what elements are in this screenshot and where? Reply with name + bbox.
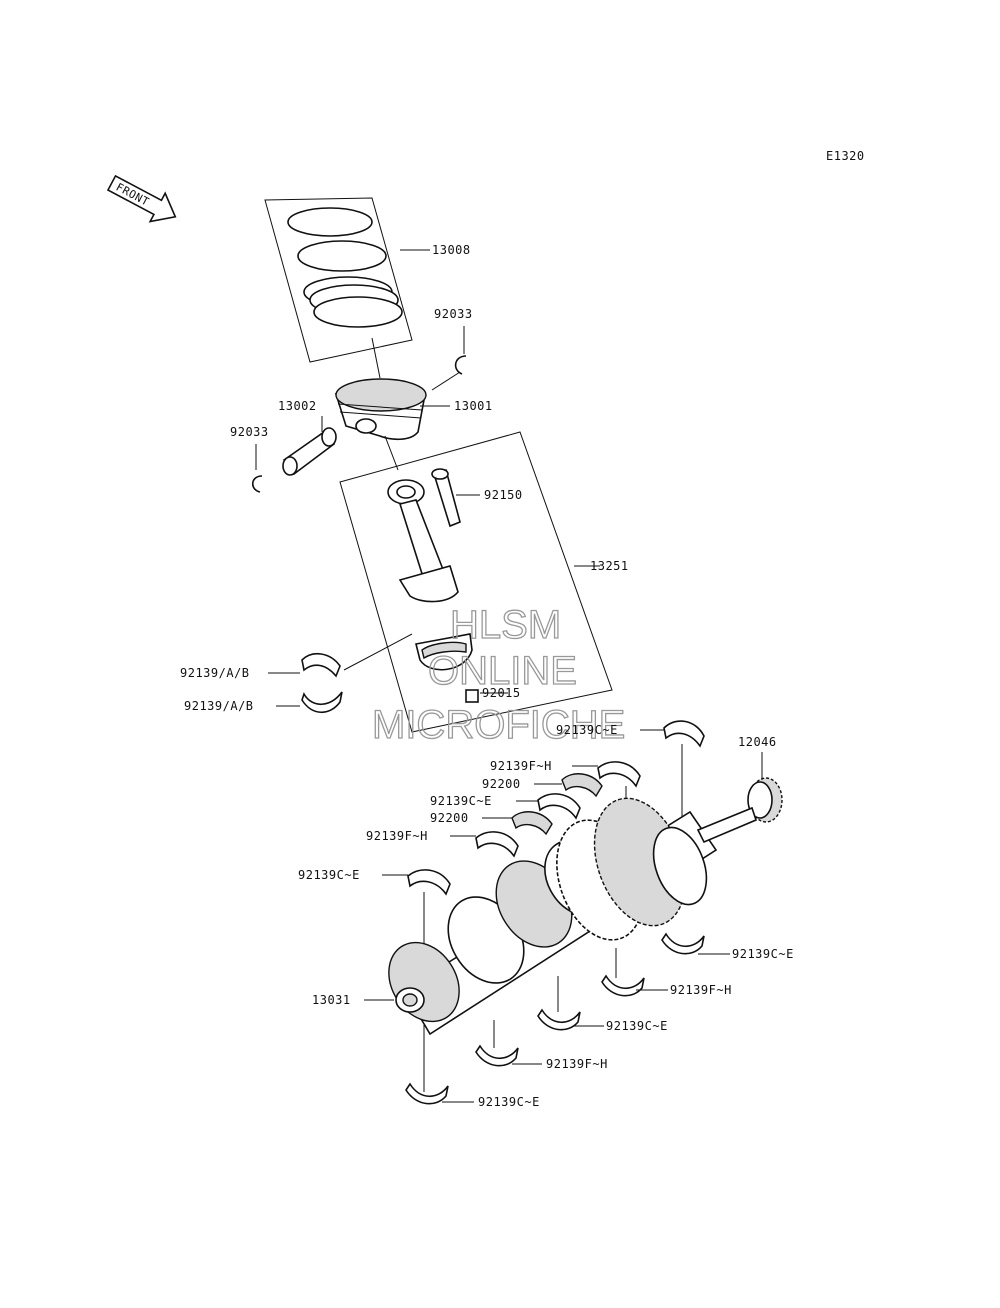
crank-gear bbox=[747, 777, 783, 823]
label-92139fh-1: 92139F~H bbox=[490, 759, 552, 773]
bearing-fh-lower-1 bbox=[601, 974, 645, 997]
crankshaft bbox=[388, 797, 757, 1036]
bearing-fh-lower-2 bbox=[475, 1044, 519, 1067]
bearing-fh-1 bbox=[597, 761, 641, 788]
label-92139fh-2: 92139F~H bbox=[366, 829, 428, 843]
piston-rings bbox=[287, 207, 403, 328]
rod-cap bbox=[415, 633, 473, 671]
label-92033-upper: 92033 bbox=[434, 307, 473, 321]
bearing-ce-right bbox=[661, 932, 705, 955]
clip-lower bbox=[251, 475, 263, 493]
thrust-washer-1 bbox=[561, 773, 603, 798]
rod-nut bbox=[465, 689, 479, 703]
label-92033-lower: 92033 bbox=[230, 425, 269, 439]
label-92139ce-2: 92139C~E bbox=[430, 794, 492, 808]
label-13008: 13008 bbox=[432, 243, 471, 257]
label-92139fh-lower-2: 92139F~H bbox=[546, 1057, 608, 1071]
main-bearing-top bbox=[663, 720, 705, 748]
label-92139ce-lower-1: 92139C~E bbox=[606, 1019, 668, 1033]
svg-text:ONLINE: ONLINE bbox=[428, 649, 577, 693]
rod-bearing-lower bbox=[301, 691, 343, 714]
label-92139ce-3: 92139C~E bbox=[298, 868, 360, 882]
label-13251: 13251 bbox=[590, 559, 629, 573]
bearing-ce-3 bbox=[407, 869, 451, 896]
label-92139ab-2: 92139/A/B bbox=[184, 699, 254, 713]
diagram-code: E1320 bbox=[826, 149, 865, 163]
svg-text:MICROFICHE: MICROFICHE bbox=[372, 703, 625, 747]
con-rod-frame bbox=[339, 431, 613, 733]
clip-upper bbox=[454, 355, 467, 375]
label-92200-2: 92200 bbox=[430, 811, 469, 825]
bearing-ce-2 bbox=[537, 793, 581, 820]
piston bbox=[334, 378, 427, 441]
watermark: HLSM ONLINE MICROFICHE bbox=[371, 602, 626, 747]
bearing-fh-2 bbox=[475, 831, 519, 858]
label-92200-1: 92200 bbox=[482, 777, 521, 791]
thrust-washer-2 bbox=[511, 811, 553, 836]
rod-bolt bbox=[431, 468, 461, 528]
label-13031: 13031 bbox=[312, 993, 351, 1007]
label-13002: 13002 bbox=[278, 399, 317, 413]
piston-pin bbox=[282, 427, 337, 476]
front-arrow-icon: FRONT bbox=[106, 174, 177, 223]
label-92139ab-1: 92139/A/B bbox=[180, 666, 250, 680]
label-92015: 92015 bbox=[482, 686, 521, 700]
bearing-ce-lower-2 bbox=[405, 1082, 449, 1105]
rod-bearing-upper bbox=[301, 653, 341, 678]
label-92139ce-right: 92139C~E bbox=[732, 947, 794, 961]
connecting-rod bbox=[387, 479, 459, 603]
label-12046: 12046 bbox=[738, 735, 777, 749]
svg-text:HLSM: HLSM bbox=[450, 603, 561, 647]
label-92139ce-top: 92139C~E bbox=[556, 723, 618, 737]
piston-group-frame bbox=[264, 197, 413, 363]
label-92150: 92150 bbox=[484, 488, 523, 502]
label-92139fh-lower-1: 92139F~H bbox=[670, 983, 732, 997]
label-92139ce-lower-2: 92139C~E bbox=[478, 1095, 540, 1109]
bearing-ce-lower-1 bbox=[537, 1008, 581, 1031]
label-13001: 13001 bbox=[454, 399, 493, 413]
